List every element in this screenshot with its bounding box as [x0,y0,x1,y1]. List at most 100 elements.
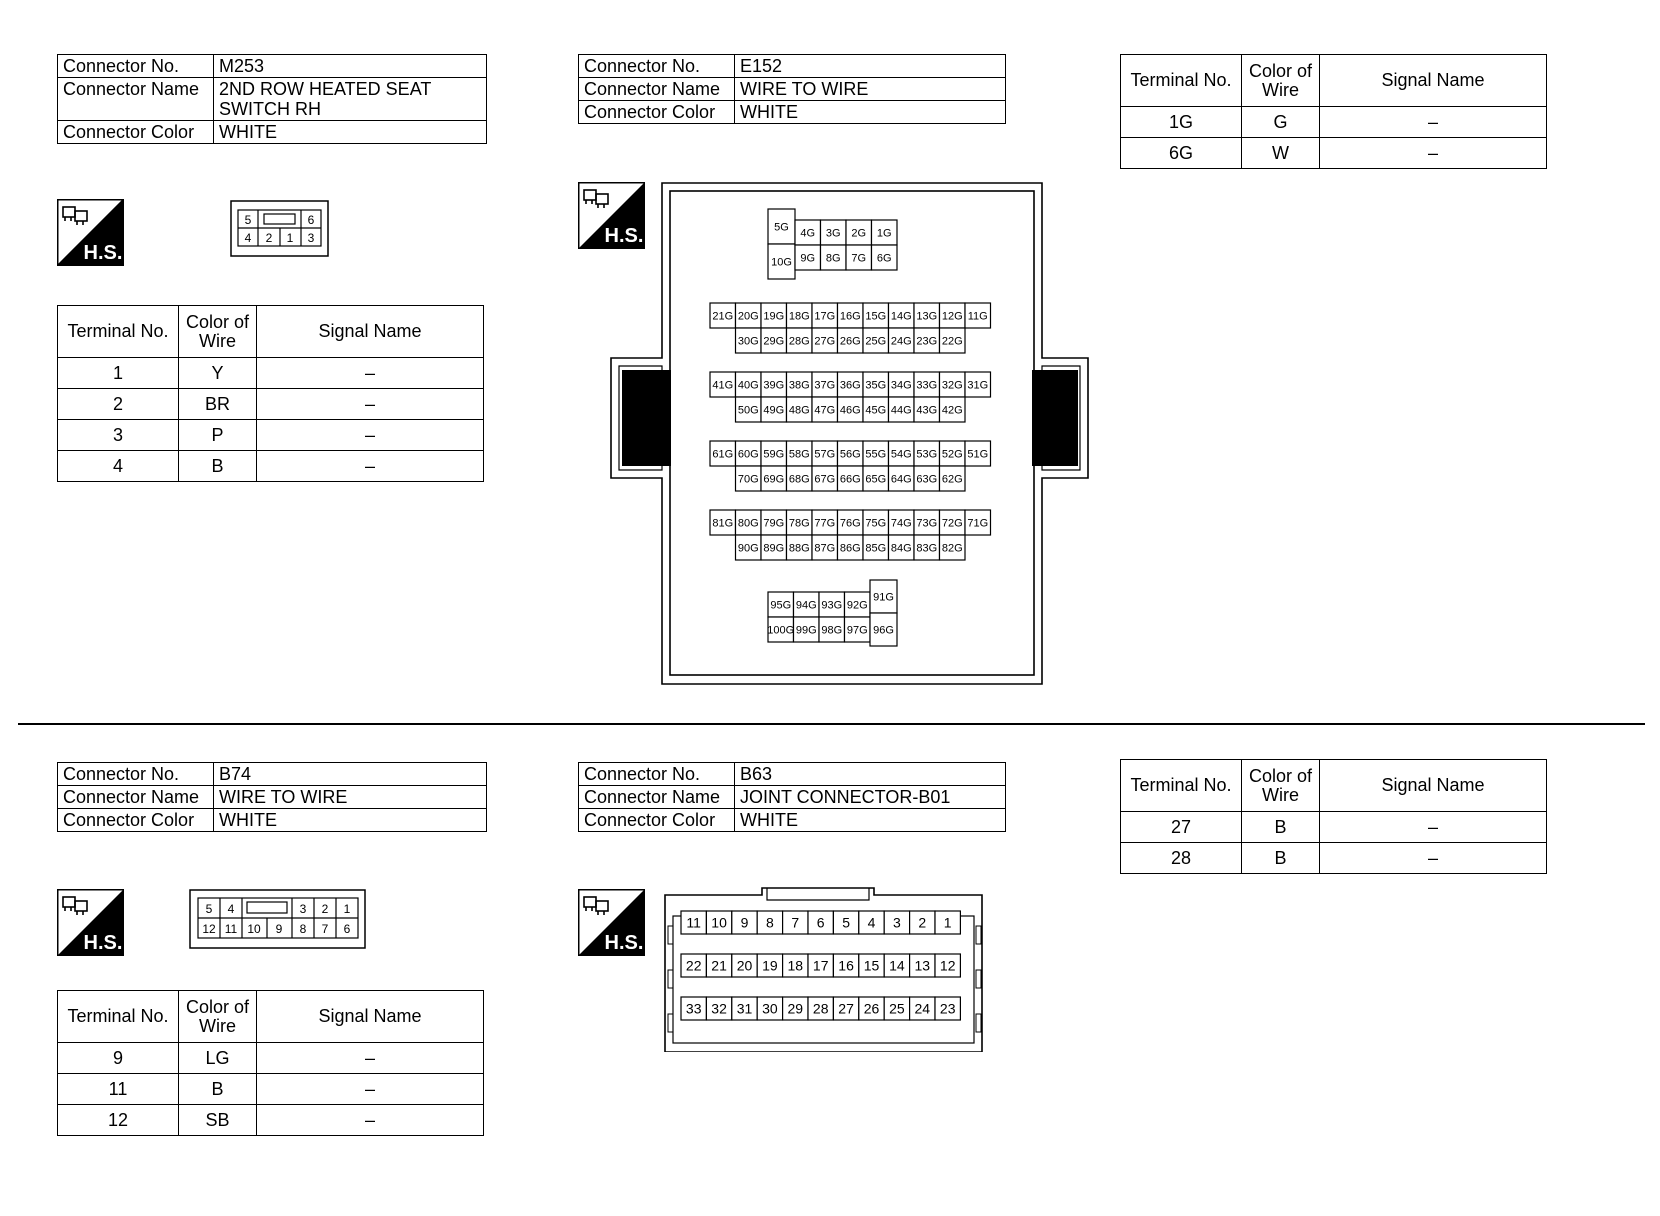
pin-label: 72G [942,517,963,529]
pin-label: 18G [789,310,810,322]
pin-label: 11 [686,915,701,931]
pin-label: 6 [308,213,315,227]
pin-label: 49G [763,404,784,416]
pin-label: 5 [842,915,850,931]
pin-label: 65G [865,473,886,485]
pin-label: 9 [276,922,283,936]
pin-label: 24G [891,335,912,347]
pin-cell [811,465,839,492]
latch-notch [975,925,982,945]
pin-label: 61G [712,448,733,460]
pin-label: 26 [864,1001,880,1017]
pin-label: 56G [840,448,861,460]
pin-cell [870,244,898,271]
pin-cell [964,302,992,329]
pin-cell [934,953,961,978]
pin-cell [811,440,839,467]
pin-label: 21 [711,958,727,974]
pin-label: 31 [737,1001,753,1017]
pin-label: 7G [851,252,866,264]
pin-label: 20 [737,958,753,974]
pin-label: 90G [738,542,759,554]
connector-no-value: B63 [734,762,1006,786]
pin-label: 3 [300,902,307,916]
pin-label: 14G [891,310,912,322]
pin-label: 16 [838,958,854,974]
signal-name-header: Signal Name [1319,759,1547,812]
connector-color-value: WHITE [734,808,1006,832]
connector-name-label: Connector Name [57,785,214,809]
pin-label: 46G [840,404,861,416]
connector-color-label: Connector Color [57,120,214,144]
pin-cell [964,440,992,467]
pin-cell [869,579,898,614]
connector-name-value: WIRE TO WIRE [213,785,487,809]
section-divider [18,723,1645,725]
pin-label: 8 [766,915,774,931]
latch-notch [975,1013,982,1033]
pin-label: 44G [891,404,912,416]
pin-label: 92G [847,599,868,611]
pin-label: 83G [916,542,937,554]
pin-cell [811,534,839,561]
pin-label: 13 [915,958,931,974]
terminal-header: Terminal No. [57,305,179,358]
pin-cell [836,327,864,354]
pin-label: 67G [814,473,835,485]
pin-label: 93G [821,599,842,611]
pin-label: 42G [942,404,963,416]
pin-cell [938,302,966,329]
pin-cell [785,396,813,423]
pin-cell [913,534,941,561]
m253-connector-face: 5 6 4 2 1 3 [230,200,329,257]
pin-label: 36G [840,379,861,391]
pin-label: 25G [865,335,886,347]
pin-label: 12 [940,958,956,974]
pin-label: 29G [763,335,784,347]
b74-info-table: Connector No. B74 Connector Name WIRE TO… [57,762,487,832]
pin-label: 100G [767,624,794,636]
pin-label: 75G [865,517,886,529]
pin-label: 78G [789,517,810,529]
pin-label: 35G [865,379,886,391]
pin-cell [734,534,762,561]
pin-label: 6 [344,922,351,936]
pin-label: 69G [763,473,784,485]
pin-cell [836,534,864,561]
pin-cell [870,219,898,246]
connector-color-value: WHITE [734,100,1006,124]
pin-label: 45G [865,404,886,416]
pin-label: 71G [967,517,988,529]
terminal-header: Terminal No. [57,990,179,1043]
harness-side-icon: H.S. [57,889,124,956]
pin-label: 15 [864,958,880,974]
pin-label: 76G [840,517,861,529]
pin-label: 41G [712,379,733,391]
pin-label: 1G [877,227,892,239]
terminal-header: Terminal No. [1120,54,1242,107]
pin-cell [836,465,864,492]
pin-label: 19G [763,310,784,322]
pin-label: 12G [942,310,963,322]
pin-label: 10 [711,915,727,931]
pin-label: 86G [840,542,861,554]
pin-cell [964,371,992,398]
pin-label: 9 [741,915,749,931]
hs-label: H.S. [605,932,644,954]
pin-label: 43G [916,404,937,416]
pin-cell [811,396,839,423]
pin-label: 52G [942,448,963,460]
pin-label: 11G [968,310,988,322]
connector-no-label: Connector No. [578,54,735,78]
pin-label: 57G [814,448,835,460]
terminal-header: Terminal No. [1120,759,1242,812]
pin-label: 55G [865,448,886,460]
